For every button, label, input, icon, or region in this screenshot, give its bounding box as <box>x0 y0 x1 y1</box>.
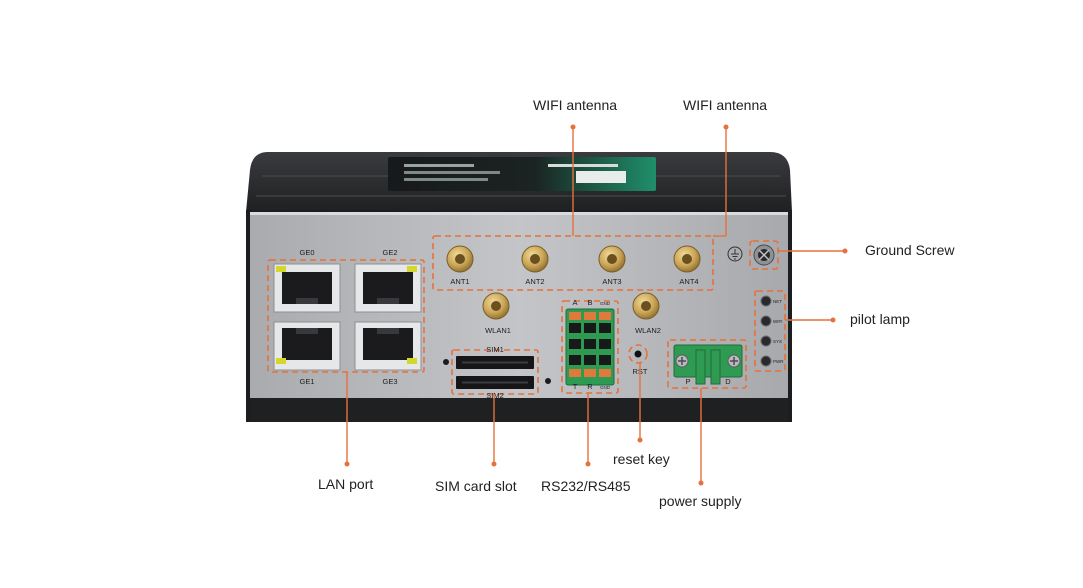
led-wifi-label: WIFI <box>773 319 783 324</box>
antenna-ant1 <box>446 245 474 273</box>
terminal-t-label: T <box>573 382 578 391</box>
rs232-rs485-terminal: A B GND T R GND <box>561 298 619 394</box>
ant1-label: ANT1 <box>450 277 469 286</box>
leader-lines <box>344 124 848 486</box>
front-panel <box>246 210 792 422</box>
antenna-ant4 <box>673 245 701 273</box>
reset-key-callout: reset key <box>613 451 670 467</box>
pilot-lamps: NET WIFI SYS PWR <box>754 290 786 372</box>
ant3-label: ANT3 <box>602 277 621 286</box>
ge1-label: GE1 <box>299 377 314 386</box>
rs232-rs485-callout: RS232/RS485 <box>541 478 631 494</box>
wlan1-label: WLAN1 <box>485 326 511 335</box>
antenna-wlan2 <box>632 292 660 320</box>
pilot-lamp-callout: pilot lamp <box>850 311 910 327</box>
lan-port-ge0 <box>273 263 341 313</box>
sim2-label: SIM2 <box>486 391 504 400</box>
power-supply-callout: power supply <box>659 493 742 509</box>
lan-port-ge3 <box>354 321 422 371</box>
wifi-antennas: ANT1 ANT2 ANT3 ANT4 <box>432 235 714 291</box>
led-net-label: NET <box>773 299 782 304</box>
ground-screw <box>727 240 779 270</box>
wifi-antenna-callout-2: WIFI antenna <box>683 97 768 113</box>
ant4-label: ANT4 <box>679 277 698 286</box>
terminal-b-label: B <box>587 298 592 307</box>
power-p-label: P <box>685 377 690 386</box>
terminal-gnd-bottom-label: GND <box>600 385 611 390</box>
power-supply-terminal: P D <box>667 339 747 389</box>
wlan2-label: WLAN2 <box>635 326 661 335</box>
sim-slots: SIM1 SIM2 <box>443 345 551 400</box>
ge2-label: GE2 <box>382 248 397 257</box>
ant2-label: ANT2 <box>525 277 544 286</box>
antenna-ant3 <box>598 245 626 273</box>
wlan-antennas: WLAN1 WLAN2 <box>482 292 661 335</box>
lan-ports: GE0 GE2 GE1 GE3 <box>267 248 425 386</box>
ge0-label: GE0 <box>299 248 314 257</box>
terminal-a-label: A <box>572 298 577 307</box>
sim1-label: SIM1 <box>486 345 504 354</box>
led-pwr-label: PWR <box>773 359 784 364</box>
terminal-gnd-top-label: GND <box>600 301 611 306</box>
lan-port-ge2 <box>354 263 422 313</box>
terminal-r-label: R <box>587 382 593 391</box>
antenna-ant2 <box>521 245 549 273</box>
wifi-antenna-callout-1: WIFI antenna <box>533 97 618 113</box>
sim-card-slot-callout: SIM card slot <box>435 478 517 494</box>
lan-port-callout: LAN port <box>318 476 374 492</box>
lan-port-ge1 <box>273 321 341 371</box>
housing-top <box>246 152 792 212</box>
ge3-label: GE3 <box>382 377 397 386</box>
antenna-wlan1 <box>482 292 510 320</box>
led-sys-label: SYS <box>773 339 782 344</box>
ground-screw-callout: Ground Screw <box>865 242 955 258</box>
power-d-label: D <box>725 377 731 386</box>
